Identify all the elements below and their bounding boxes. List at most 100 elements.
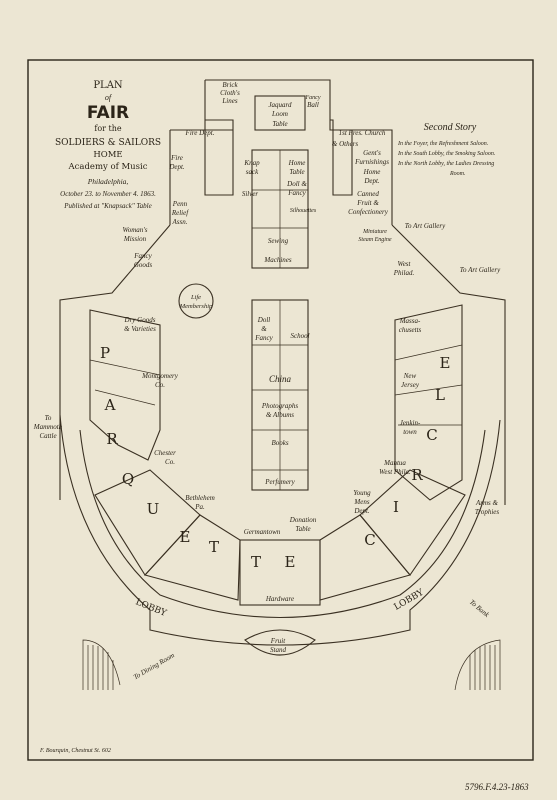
map-border [27,59,534,761]
circle-letter-5: L [435,386,445,404]
parquette-letter-3: R [106,430,118,448]
label-mass-2: chusetts [399,326,422,334]
label-miniature-2: Steam Engine [358,237,391,243]
parquette-letter-1: P [100,344,110,362]
label-miniature-1: Miniature [362,229,387,235]
circle-letter-4: C [426,426,437,444]
title-academy: Academy of Music [68,162,148,172]
label-chester-2: Co. [165,458,175,466]
title-block: PLAN of FAIR for the SOLDIERS & SAILORS … [55,80,161,210]
label-brick-3: Lines [221,97,237,105]
label-bethlehem-2: Pa. [194,503,205,511]
parquette-letter-7: T [209,538,219,556]
building-outline [59,79,506,691]
label-sewing-2: Machines [263,256,291,264]
label-first-pres: 1st Pres. Church [339,129,386,137]
label-doll-2: & [261,325,267,333]
title-city: Philadelphia, [87,177,129,186]
label-penn-1: Penn [172,200,188,208]
label-school: School [290,332,309,340]
second-story-line2: In the South Lobby, the Smoking Saloon. [397,151,495,157]
label-donation-2: Table [295,525,310,533]
label-doll-top-2: Fancy [287,189,306,197]
label-donation-1: Donation [289,516,317,524]
title-for-the: for the [94,124,122,133]
label-photo-2: & Albums [266,411,294,419]
catalog-number: 5796.F.4.23-1863 [465,782,529,792]
label-germantown: Germantown [244,528,281,536]
label-china: China [269,374,292,384]
label-life-1: Life [190,294,201,301]
label-fire-dept-1: Fire [170,154,183,162]
label-womens-2: Mission [123,235,147,243]
label-perfumery: Perfumery [264,478,295,486]
label-west-phila-2: Philad. [393,269,415,277]
printer-credit: F. Bourquin, Chestnut St. 602 [39,748,111,754]
label-books: Books [271,439,288,447]
title-plan: PLAN [93,80,123,91]
label-penn-2: Relief [171,209,189,217]
label-nj-1: New [403,372,417,380]
label-fancy-ball-2: Ball [307,101,319,109]
title-published: Published at "Knapsack" Table [63,202,151,210]
label-mammoth-3: Cattle [39,432,56,440]
label-home-table-2: Table [289,168,304,176]
label-chester-1: Chester [154,449,176,457]
second-story-title: Second Story [424,122,477,133]
label-jenkintown-1: Jenkin- [400,419,421,427]
label-dry-goods-2: & Varieties [124,325,156,333]
label-home-dept-2: Dept. [363,177,380,185]
label-art-gallery-2: To Art Gallery [460,266,501,274]
parquette-letter-4: Q [122,470,134,488]
label-gents-1: Gent's [363,149,381,157]
parquette-letter-9: E [285,553,296,571]
label-penn-3: Assn. [172,218,188,226]
label-doll-top-1: Doll & [286,180,307,188]
label-fire-dept-2: Dept. [168,163,185,171]
label-montgomery-2: Co. [155,381,165,389]
label-arms-1: Arms & [475,499,499,507]
label-hardware: Hardware [265,595,294,603]
label-jaquard-1: Jaquard [268,101,292,109]
second-story-note: Second Story In the Foyer, the Refreshme… [397,122,495,177]
label-mammoth-2: Mammoth [33,423,63,431]
label-canned-1: Canned [357,190,379,198]
label-dry-goods-1: Dry Goods [124,316,156,324]
second-story-line3: In the North Lobby, the Ladies Dressing [397,161,494,167]
label-gents-2: Furnishings [354,158,389,166]
label-nj-2: Jersey [401,381,420,389]
circle-lettering: C I R C L E [364,354,450,549]
parquette-letter-5: U [147,500,160,518]
label-mammoth-1: To [45,414,52,422]
label-womens-1: Woman's [123,226,148,234]
label-home-dept-1: Home [363,168,381,176]
circle-letter-3: R [411,466,423,484]
label-young-1: Young [353,489,371,497]
label-fancy-goods-1: Fancy [133,252,152,260]
label-young-3: Dept. [353,507,370,515]
label-canned-3: Confectionery [348,208,389,216]
circle-letter-6: E [440,354,451,372]
label-doll-1: Doll [257,316,271,324]
label-bethlehem-1: Bethlehem [185,494,215,502]
title-fair: FAIR [87,103,129,123]
parquette-lettering: P A R Q U E T T E [100,344,296,571]
label-knapsack-1: Knap [243,159,260,167]
title-home: HOME [93,150,122,160]
label-others: & Others [332,140,359,148]
label-fruit-2: Stand [270,646,286,654]
label-photo-1: Photographs [261,402,298,410]
label-sewing-1: Sewing [268,237,289,245]
label-jaquard-3: Table [272,120,287,128]
parquette-letter-2: A [104,396,116,414]
label-fancy-ball-1: Fancy [305,95,321,101]
label-mass-1: Massa- [399,317,421,325]
title-dates: October 23. to November 4. 1863. [60,190,156,198]
label-brick-1: Brick [222,81,238,89]
circle-letter-1: C [364,531,375,549]
label-jenkintown-2: town [403,428,417,436]
label-silhouettes: Silhouettes [290,208,317,214]
second-story-line4: Room. [449,171,466,177]
label-silver: Silver [242,190,259,198]
